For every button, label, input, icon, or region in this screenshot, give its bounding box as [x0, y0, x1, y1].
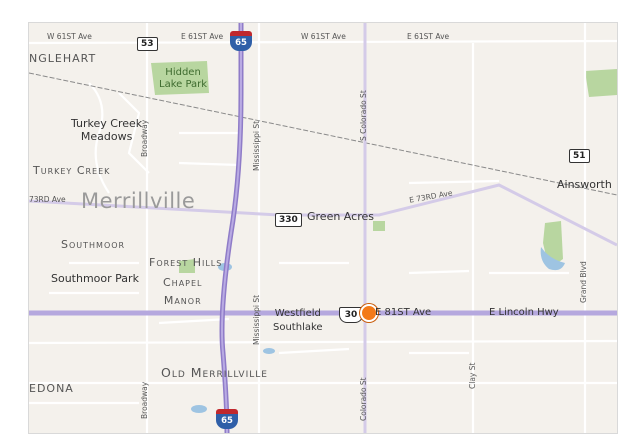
water-2	[263, 348, 275, 354]
place-label-green-acres: Green Acres	[307, 210, 374, 223]
place-label-westfield-southlake: Westfield Southlake	[273, 308, 323, 333]
place-label-ainsworth: Ainsworth	[557, 178, 612, 191]
state-route-53-shield: 53	[137, 37, 158, 51]
place-label-inglehart: NGLEHART	[29, 52, 97, 65]
place-label-edona: EDONA	[29, 382, 74, 395]
place-label-turkey-creek: Turkey Creek	[33, 164, 111, 177]
map-roads-layer	[29, 23, 617, 433]
major-roads	[29, 23, 617, 433]
park-hidden-lake	[151, 61, 209, 95]
interstate-shield-bottom: 65	[216, 409, 238, 431]
interstate-shield-top: 65	[230, 31, 252, 53]
road-label-broadway-bottom: Broadway	[140, 381, 149, 419]
map-canvas[interactable]: 65 65 53 51 330 30 W 61ST Ave E 61ST Ave…	[28, 22, 618, 434]
place-label-forest-hills: Forest Hills	[149, 256, 223, 269]
place-label-chapel-manor: Chapel Manor	[163, 276, 203, 307]
road-label-73rd-left: 73RD Ave	[29, 195, 66, 204]
place-label-southmoor-park: Southmoor Park	[51, 272, 139, 285]
state-route-330-shield: 330	[275, 213, 302, 227]
place-label-southmoor: Southmoor	[61, 238, 126, 251]
place-label-hidden-lake-park: Hidden Lake Park	[159, 67, 208, 90]
water-southeast	[540, 247, 565, 271]
railway-line	[29, 72, 617, 196]
place-label-merrillville: Merrillville	[81, 189, 196, 213]
road-label-mississippi-top: Mississippi St	[252, 120, 261, 171]
park-small-1	[373, 221, 385, 231]
state-route-51-shield: 51	[569, 149, 590, 163]
road-label-e61-right: E 61ST Ave	[407, 32, 450, 41]
road-label-colorado-bottom: Colorado St	[359, 377, 368, 421]
road-label-w61-right: W 61ST Ave	[301, 32, 346, 41]
road-label-colorado-top: S Colorado St	[359, 90, 368, 141]
minor-roads	[29, 23, 617, 433]
location-pin[interactable]	[360, 304, 378, 322]
road-label-mississippi-bottom: Mississippi St	[252, 294, 261, 345]
road-label-e-lincoln-hwy: E Lincoln Hwy	[489, 307, 559, 318]
road-label-e81st: E 81ST Ave	[375, 307, 432, 318]
road-label-grand-blvd: Grand Blvd	[579, 261, 588, 303]
park-small-2	[179, 259, 195, 273]
road-label-clay-st: Clay St	[468, 362, 477, 389]
road-label-w61-left: W 61ST Ave	[47, 32, 92, 41]
place-label-old-merrillville: Old Merrillville	[161, 365, 268, 380]
place-label-turkey-creek-meadows: Turkey Creek Meadows	[71, 117, 143, 144]
park-east	[585, 69, 617, 97]
road-label-e61-mid: E 61ST Ave	[181, 32, 224, 41]
water-3	[191, 405, 207, 413]
